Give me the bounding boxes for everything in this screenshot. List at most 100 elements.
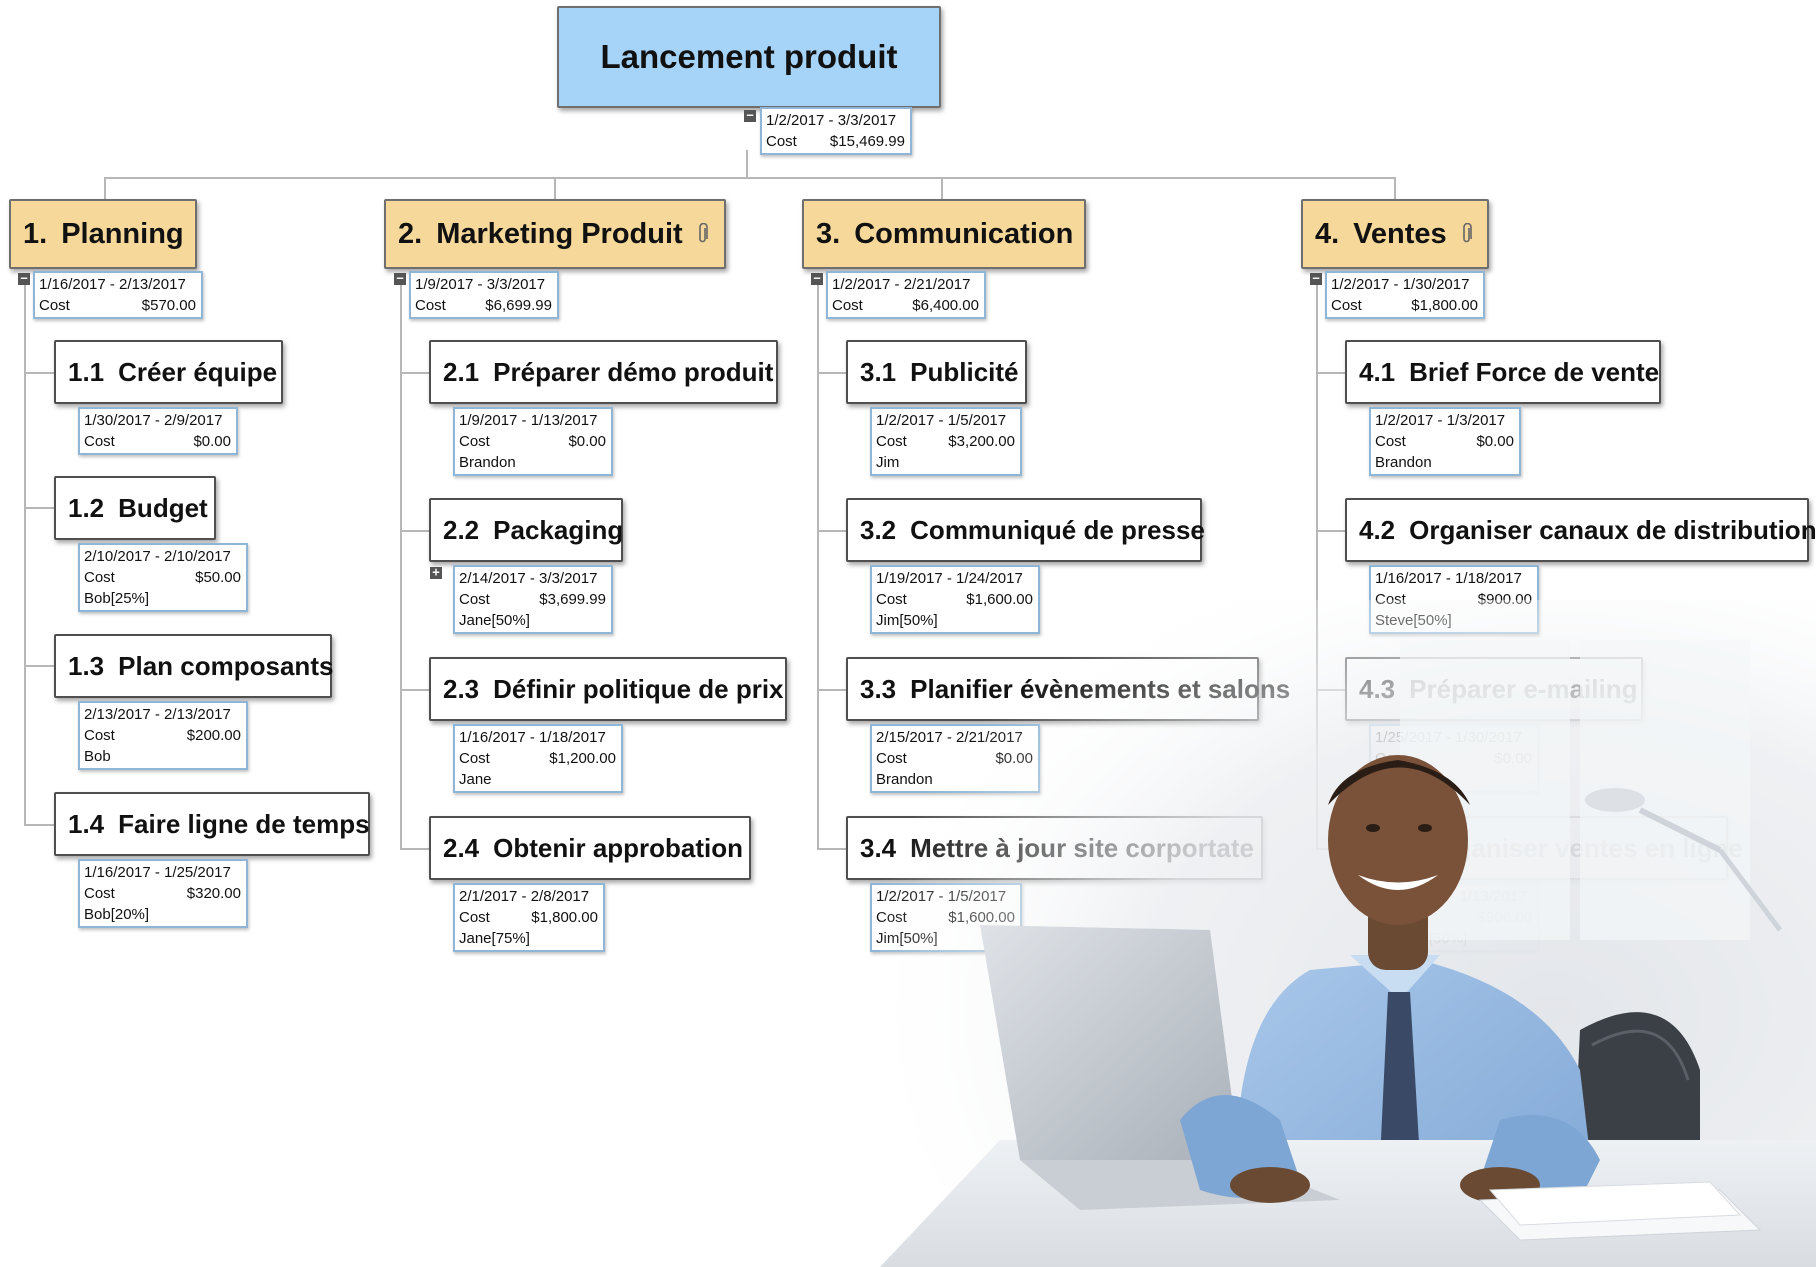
collapse-icon[interactable]: −: [394, 273, 406, 285]
task-node[interactable]: Organiser ventes en ligne: [1345, 816, 1728, 880]
task-resource: Jim[50%]: [876, 928, 1015, 949]
cost-label: Cost: [876, 589, 907, 610]
task-resource: Jane[50%]: [459, 610, 606, 631]
task-resource: Jane: [459, 769, 616, 790]
task-number: 3.3: [860, 674, 896, 705]
task-info: 1/2/2017 - 1/5/2017 Cost$3,200.00 Jim: [870, 407, 1022, 476]
phase-planning[interactable]: 1. Planning: [9, 199, 197, 269]
attachment-icon[interactable]: [1461, 223, 1473, 245]
task-node[interactable]: 2.4 Obtenir approbation: [429, 816, 751, 880]
task-number: 3.2: [860, 515, 896, 546]
expand-icon[interactable]: +: [430, 567, 442, 579]
connector: [1394, 177, 1396, 199]
phase-dates: 1/2/2017 - 1/30/2017: [1331, 274, 1478, 295]
task-info: 2/10/2017 - 2/10/2017 Cost $50.00 Bob[25%…: [78, 543, 248, 612]
connector: [817, 372, 847, 374]
task-node[interactable]: 1.3 Plan composants: [54, 634, 332, 698]
cost-value: $200.00: [187, 725, 241, 746]
phase-number: 1.: [23, 218, 47, 251]
task-info: 1/30/2017 - 2/9/2017 Cost$0.00: [78, 407, 238, 455]
phase-communication[interactable]: 3. Communication: [802, 199, 1086, 269]
task-title: Packaging: [493, 515, 623, 546]
connector: [817, 530, 847, 532]
task-node[interactable]: 4.2 Organiser canaux de distribution: [1345, 498, 1809, 562]
task-number: 3.4: [860, 833, 896, 864]
task-node[interactable]: 2.1 Préparer démo produit: [429, 340, 778, 404]
cost-value: $1,800.00: [531, 907, 598, 928]
phase-info: 1/2/2017 - 2/21/2017 Cost$6,400.00: [826, 271, 986, 319]
cost-label: Cost: [1375, 431, 1406, 452]
task-dates: 1/2/2017 - 1/3/2017: [1375, 410, 1514, 431]
cost-label: st: [1375, 907, 1425, 928]
cost-value: $15,469.99: [830, 131, 905, 152]
connector: [1316, 848, 1346, 850]
task-dates: 2/15/2017 - 2/21/2017: [876, 727, 1033, 748]
task-dates: 1/9/2017 - 1/13/2017: [459, 410, 606, 431]
task-node[interactable]: 1.2 Budget: [54, 476, 216, 540]
task-resource: Jim[50%]: [876, 610, 1033, 631]
task-number: 4.3: [1359, 674, 1395, 705]
task-node[interactable]: 3.2 Communiqué de presse: [846, 498, 1202, 562]
task-info: 1/16/2017 - 1/25/2017 Cost$320.00 Bob[20…: [78, 859, 248, 928]
task-info: 2/13/2017 - 2/13/2017 Cost$200.00 Bob: [78, 701, 248, 770]
task-node[interactable]: 3.3 Planifier évènements et salons: [846, 657, 1259, 721]
connector: [941, 177, 943, 199]
task-dates: 1/19/2017 - 1/24/2017: [876, 568, 1033, 589]
cost-label: Cost: [1375, 748, 1406, 769]
task-dates: 1/30/2017 - 2/9/2017: [84, 410, 231, 431]
root-node[interactable]: Lancement produit: [557, 6, 941, 108]
task-resource: Brandon: [459, 452, 606, 473]
phase-ventes[interactable]: 4. Ventes: [1301, 199, 1489, 269]
cost-label: Cost: [84, 567, 115, 588]
task-number: 2.2: [443, 515, 479, 546]
cost-value: $0.00: [568, 431, 606, 452]
collapse-icon[interactable]: −: [744, 110, 756, 122]
task-dates: 2/10/2017 - 2/10/2017: [84, 546, 241, 567]
root-info: 1/2/2017 - 3/3/2017 Cost$15,469.99: [760, 107, 912, 155]
task-node[interactable]: 2.2 Packaging: [429, 498, 623, 562]
task-title: Créer équipe: [118, 357, 277, 388]
task-info: 1/2/2017 - 1/3/2017 Cost $0.00 Brandon: [1369, 407, 1521, 476]
task-node[interactable]: 4.3 Préparer e-mailing: [1345, 657, 1643, 721]
cost-value: $50.00: [195, 567, 241, 588]
collapse-icon[interactable]: −: [18, 273, 30, 285]
phase-title: Communication: [854, 218, 1073, 251]
cost-label: Cost: [84, 431, 115, 452]
task-node[interactable]: 1.1 Créer équipe: [54, 340, 283, 404]
cost-label: Cost: [1331, 295, 1362, 316]
task-node[interactable]: 3.4 Mettre à jour site corportate: [846, 816, 1263, 880]
task-number: 3.1: [860, 357, 896, 388]
phase-number: 3.: [816, 218, 840, 251]
task-resource: Brandon: [1375, 452, 1514, 473]
root-dates: 1/2/2017 - 3/3/2017: [766, 110, 905, 131]
cost-value: $0.00: [1476, 431, 1514, 452]
task-node[interactable]: 2.3 Définir politique de prix: [429, 657, 787, 721]
collapse-icon[interactable]: −: [811, 273, 823, 285]
cost-value: $6,699.99: [485, 295, 552, 316]
connector: [817, 689, 847, 691]
task-number: 4.1: [1359, 357, 1395, 388]
attachment-icon[interactable]: [697, 223, 709, 245]
task-title: Brief Force de vente: [1409, 357, 1659, 388]
collapse-icon[interactable]: −: [1310, 273, 1322, 285]
task-info: 1/16/2017 - 1/18/2017 Cost$1,200.00 Jane: [453, 724, 623, 793]
connector: [400, 689, 430, 691]
task-resource: Brandon: [876, 769, 1033, 790]
cost-label: Cost: [876, 907, 907, 928]
task-dates: 2/14/2017 - 3/3/2017: [459, 568, 606, 589]
cost-value: $6,400.00: [912, 295, 979, 316]
connector: [746, 150, 748, 178]
task-title: Préparer démo produit: [493, 357, 773, 388]
task-node[interactable]: 4.1 Brief Force de vente: [1345, 340, 1661, 404]
task-resource: ve[50%]: [1375, 928, 1532, 949]
task-node[interactable]: 1.4 Faire ligne de temps: [54, 792, 370, 856]
task-info: 1/9/2017 - 1/13/2017 Cost$0.00 Brandon: [453, 407, 613, 476]
task-info: 2/15/2017 - 2/21/2017 Cost$0.00 Brandon: [870, 724, 1040, 793]
phase-marketing-produit[interactable]: 2. Marketing Produit: [384, 199, 726, 269]
task-title: Préparer e-mailing: [1409, 674, 1637, 705]
task-title: Planifier évènements et salons: [910, 674, 1290, 705]
cost-label: Cost: [876, 431, 907, 452]
cost-label: Cost: [1375, 589, 1406, 610]
task-resource: Bob[25%]: [84, 588, 241, 609]
task-node[interactable]: 3.1 Publicité: [846, 340, 1027, 404]
